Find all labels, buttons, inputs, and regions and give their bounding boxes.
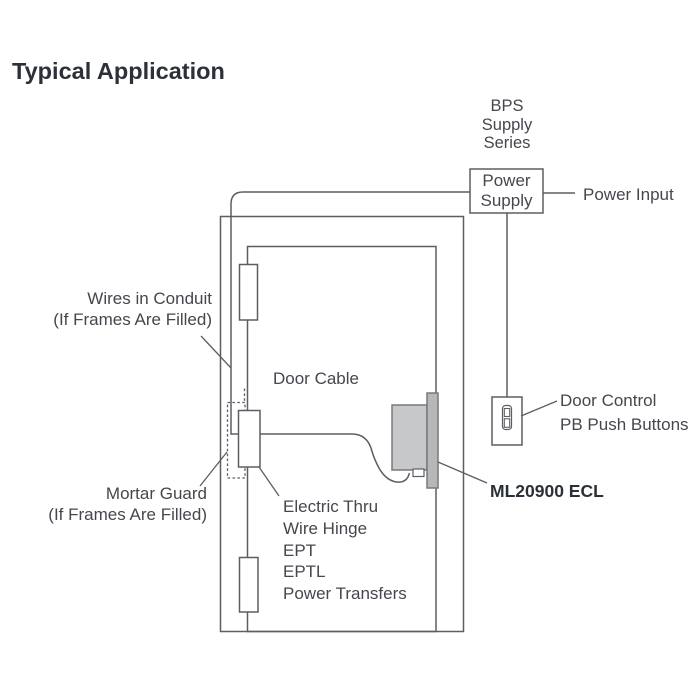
- push-button-top: [503, 407, 511, 418]
- push-button-bottom: [503, 418, 511, 428]
- lock-body: [391, 404, 428, 471]
- top-hinge: [238, 263, 259, 321]
- door-cable-label: Door Cable: [273, 369, 359, 388]
- power-input-label: Power Input: [583, 185, 674, 204]
- lock-mounting-plate: [426, 392, 439, 489]
- lock-cable-connector: [412, 468, 425, 478]
- page-title: Typical Application: [12, 58, 225, 84]
- power-wire-and-door-cable: [230, 191, 470, 483]
- leader-wires-in-conduit: [200, 335, 232, 369]
- power-transfers-label: Electric Thru Wire Hinge EPT EPTL Power …: [283, 497, 407, 604]
- bps-supply-series-label: BPS Supply Series: [481, 97, 533, 152]
- leader-door-control: [520, 400, 558, 417]
- door-control-label: Door Control PB Push Buttons: [560, 391, 689, 434]
- power-supply-box: [469, 168, 544, 214]
- wires-in-conduit-label: Wires in Conduit (If Frames Are Filled): [53, 289, 212, 329]
- mortar-guard-label: Mortar Guard (If Frames Are Filled): [48, 484, 207, 524]
- push-button-plate: [501, 404, 513, 431]
- lock-model-label: ML20900 ECL: [490, 481, 604, 501]
- electric-thru-wire-hinge: [237, 409, 261, 468]
- push-button-station: [491, 396, 523, 446]
- leader-mortar-guard: [199, 451, 228, 487]
- leader-lock-model: [437, 461, 488, 484]
- power-supply-box-label: Power Supply: [480, 171, 533, 210]
- leader-electric-hinge: [258, 466, 280, 497]
- bottom-hinge: [238, 556, 259, 613]
